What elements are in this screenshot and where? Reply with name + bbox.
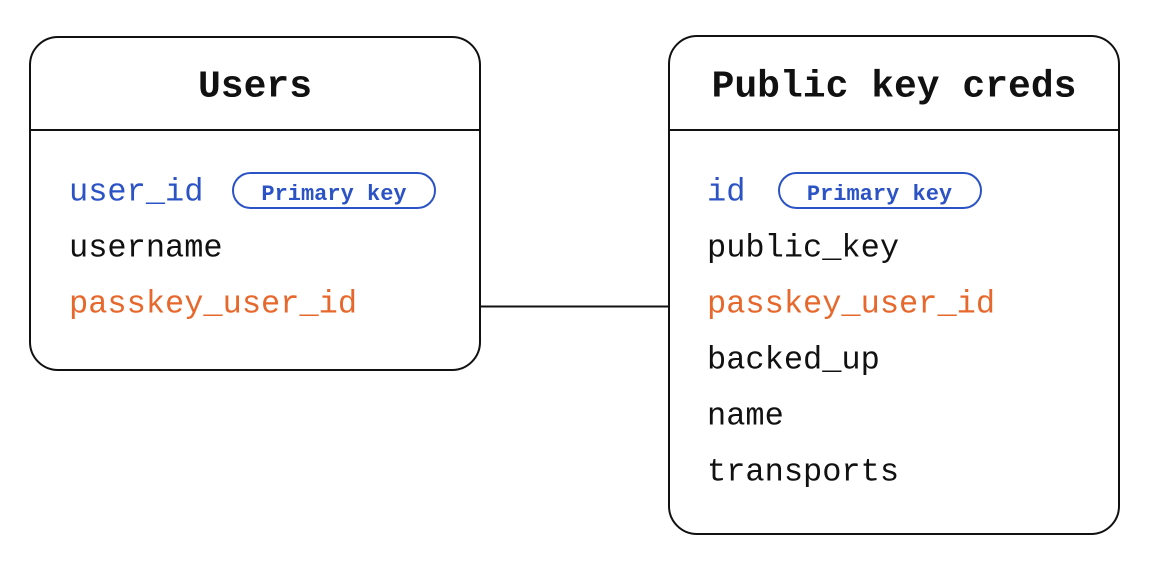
svg-text:Public key creds: Public key creds	[712, 65, 1077, 108]
svg-text:passkey_user_id: passkey_user_id	[707, 286, 995, 323]
svg-text:username: username	[69, 230, 223, 267]
svg-text:public_key: public_key	[707, 230, 899, 267]
svg-text:id: id	[707, 174, 745, 211]
svg-text:backed_up: backed_up	[707, 342, 880, 379]
svg-text:passkey_user_id: passkey_user_id	[69, 286, 357, 323]
svg-text:Primary key: Primary key	[807, 182, 952, 207]
svg-text:name: name	[707, 398, 784, 435]
svg-text:Users: Users	[198, 65, 312, 108]
svg-text:user_id: user_id	[69, 174, 203, 211]
svg-text:transports: transports	[707, 454, 899, 491]
svg-text:Primary key: Primary key	[261, 182, 406, 207]
